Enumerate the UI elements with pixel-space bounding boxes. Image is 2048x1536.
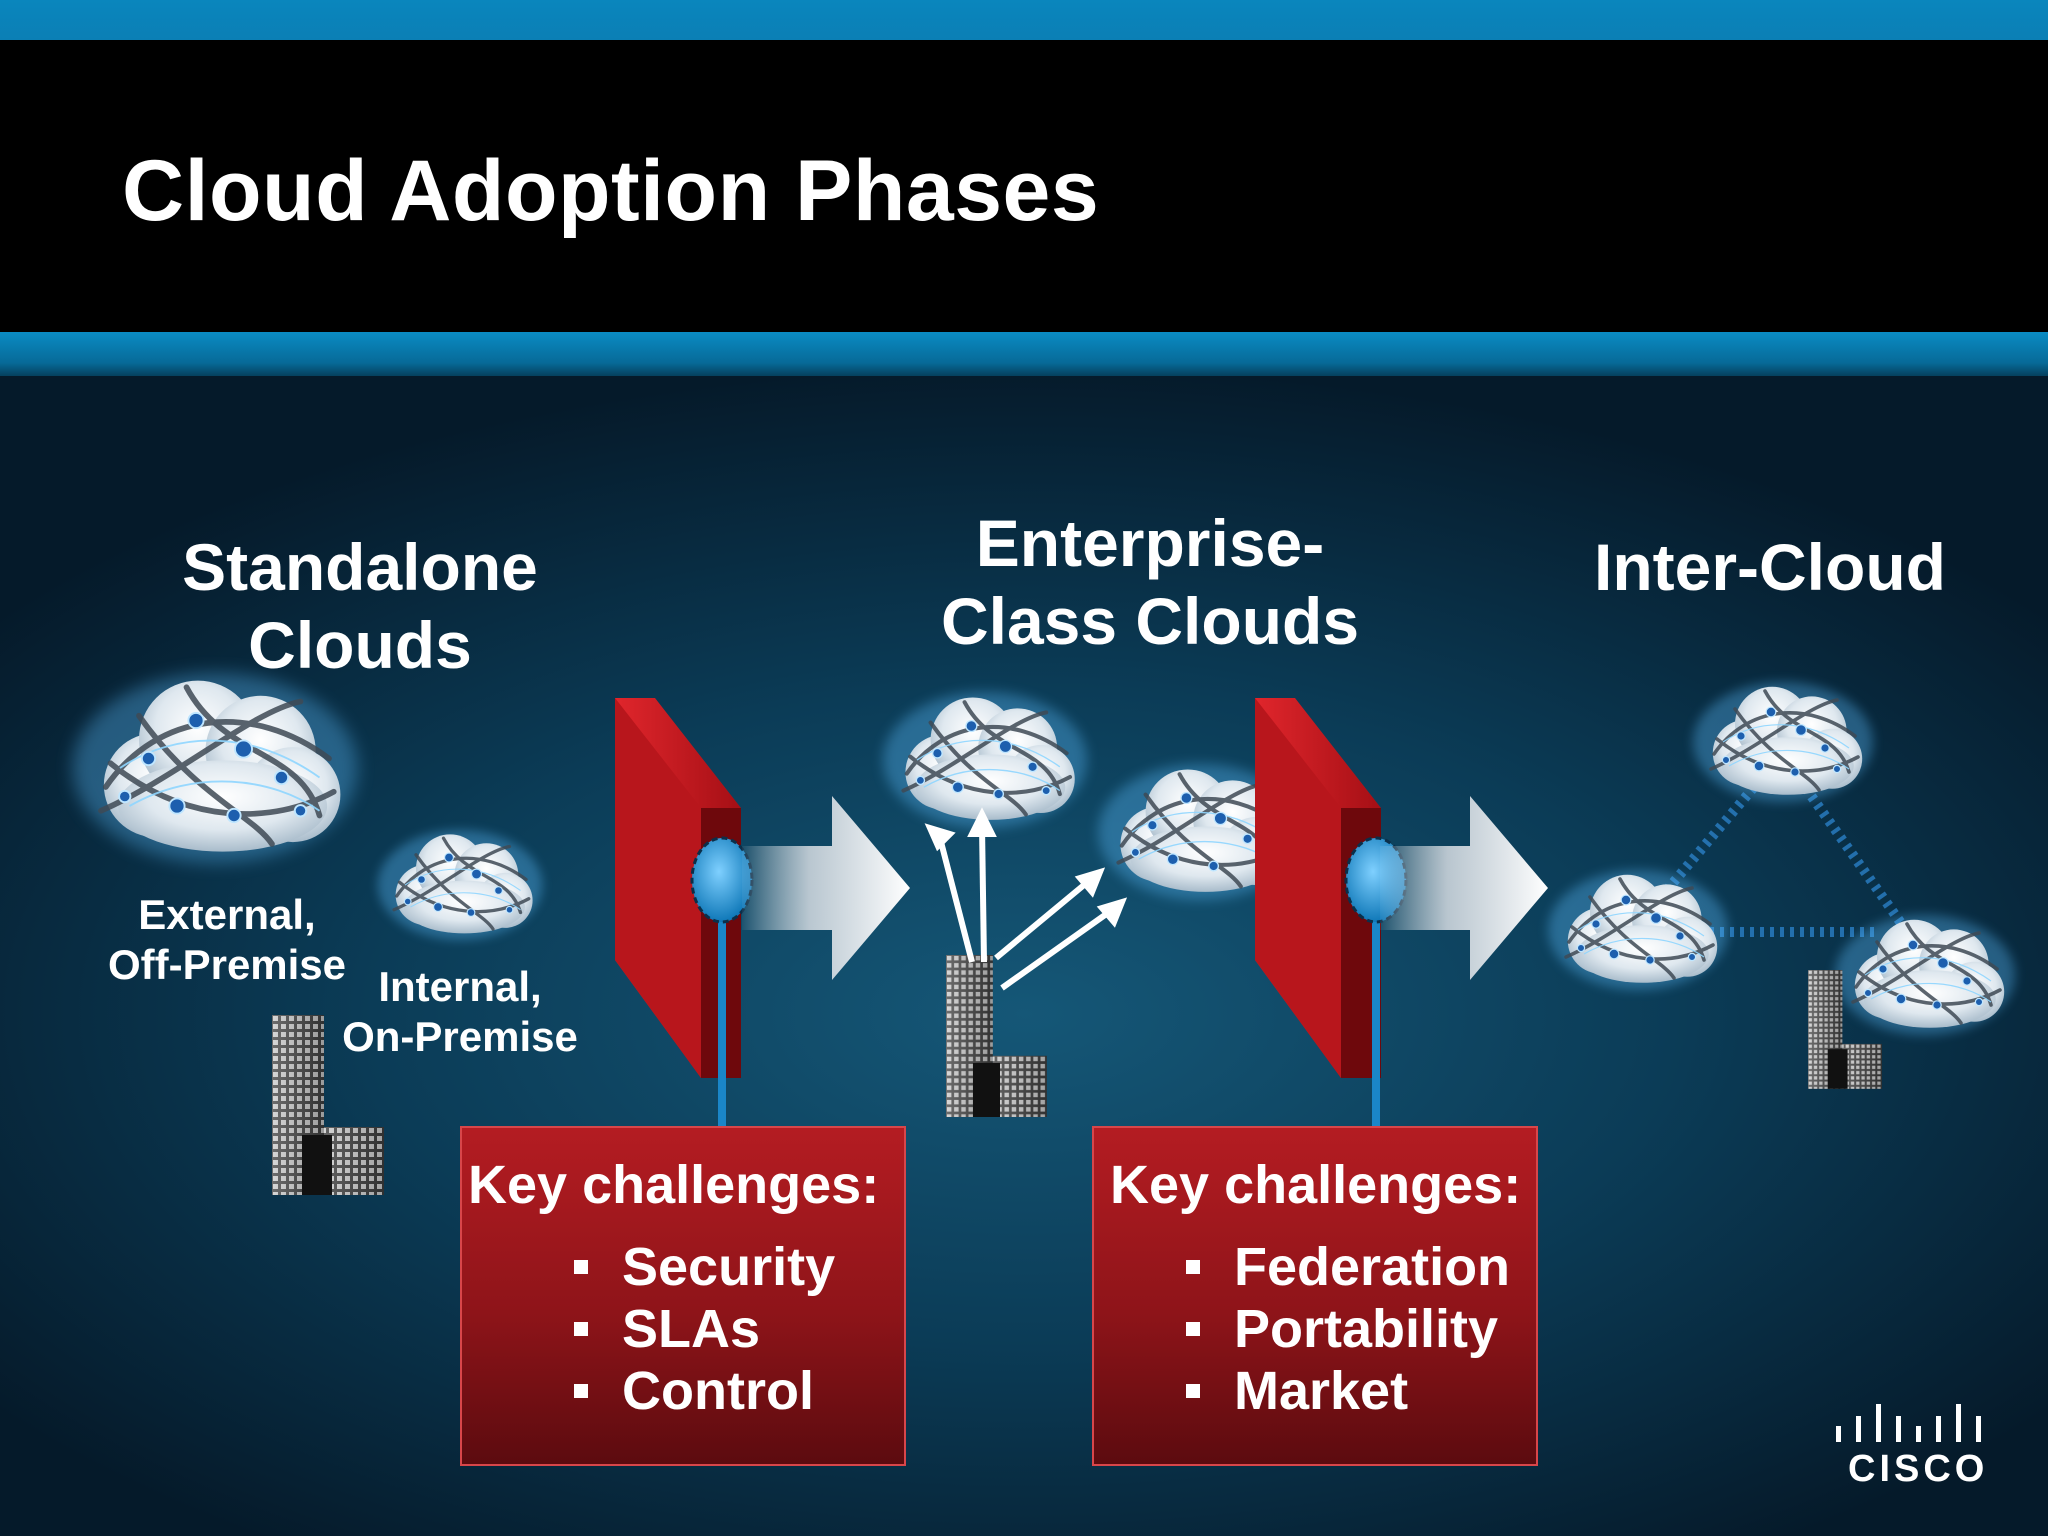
label-line: Off-Premise (107, 941, 347, 988)
cisco-logo-icon (1836, 1404, 1981, 1442)
challenges-heading: Key challenges: (1110, 1155, 1522, 1215)
label-line: Internal, (378, 963, 542, 1010)
connection-arrows-icon (924, 807, 1128, 991)
intercloud-cloud-icon (1693, 682, 1873, 802)
phase-title-standalone: Standalone Clouds (160, 528, 560, 684)
building-icon (946, 955, 1047, 1117)
phase-title-line: Inter-Cloud (1594, 530, 1946, 604)
challenges-list: Federation Portability Market (1074, 1236, 1510, 1422)
challenges-box-1: Key challenges: Security SLAs Control (460, 1126, 906, 1466)
phase-title-line: Enterprise- (975, 506, 1325, 580)
challenge-item: Control (462, 1360, 835, 1422)
phase-title-intercloud: Inter-Cloud (1560, 528, 1980, 606)
enterprise-cloud-icon (883, 692, 1087, 828)
label-line: External, (138, 891, 316, 938)
phase-title-line: Clouds (248, 608, 472, 682)
internal-cloud-label: Internal, On-Premise (330, 962, 590, 1062)
arrow-icon (1380, 796, 1548, 980)
top-accent-strip (0, 0, 2048, 40)
phase-title-line: Standalone (182, 530, 538, 604)
internal-cloud-icon (378, 830, 543, 940)
divider-strip (0, 332, 2048, 376)
challenge-item: Market (1074, 1360, 1510, 1422)
title-band (0, 40, 2048, 332)
external-cloud-label: External, Off-Premise (90, 890, 364, 990)
challenges-heading: Key challenges: (468, 1155, 880, 1215)
challenge-item: SLAs (462, 1298, 835, 1360)
arrow-icon (742, 796, 910, 980)
phase-title-enterprise: Enterprise- Class Clouds (900, 504, 1400, 660)
challenge-item: Security (462, 1236, 835, 1298)
external-cloud-icon (72, 673, 357, 863)
cisco-logo: CISCO (1830, 1400, 1990, 1490)
slide-title: Cloud Adoption Phases (122, 143, 1100, 239)
phase-title-line: Class Clouds (940, 584, 1360, 658)
label-line: On-Premise (342, 1013, 578, 1060)
challenges-list: Security SLAs Control (462, 1236, 835, 1422)
intercloud-cloud-icon (1835, 915, 2015, 1035)
intercloud-cloud-icon (1548, 870, 1728, 990)
challenge-item: Portability (1074, 1298, 1510, 1360)
cisco-wordmark: CISCO (1848, 1448, 1989, 1490)
challenge-item: Federation (1074, 1236, 1510, 1298)
challenges-box-2: Key challenges: Federation Portability M… (1092, 1126, 1538, 1466)
